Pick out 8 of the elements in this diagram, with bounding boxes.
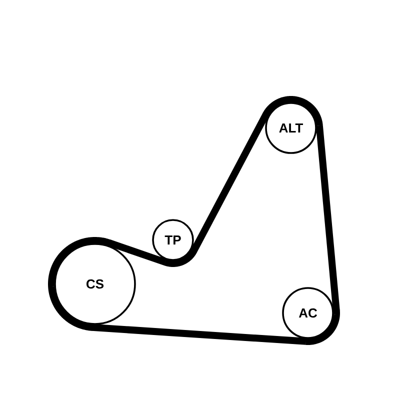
- pulley: AC: [282, 287, 334, 339]
- belt: [92, 324, 306, 345]
- pulley: ALT: [265, 102, 317, 154]
- belt: [108, 240, 166, 266]
- pulley: TP: [152, 219, 194, 261]
- belt: [316, 125, 340, 311]
- belt: [190, 112, 269, 253]
- pulley: CS: [54, 243, 136, 325]
